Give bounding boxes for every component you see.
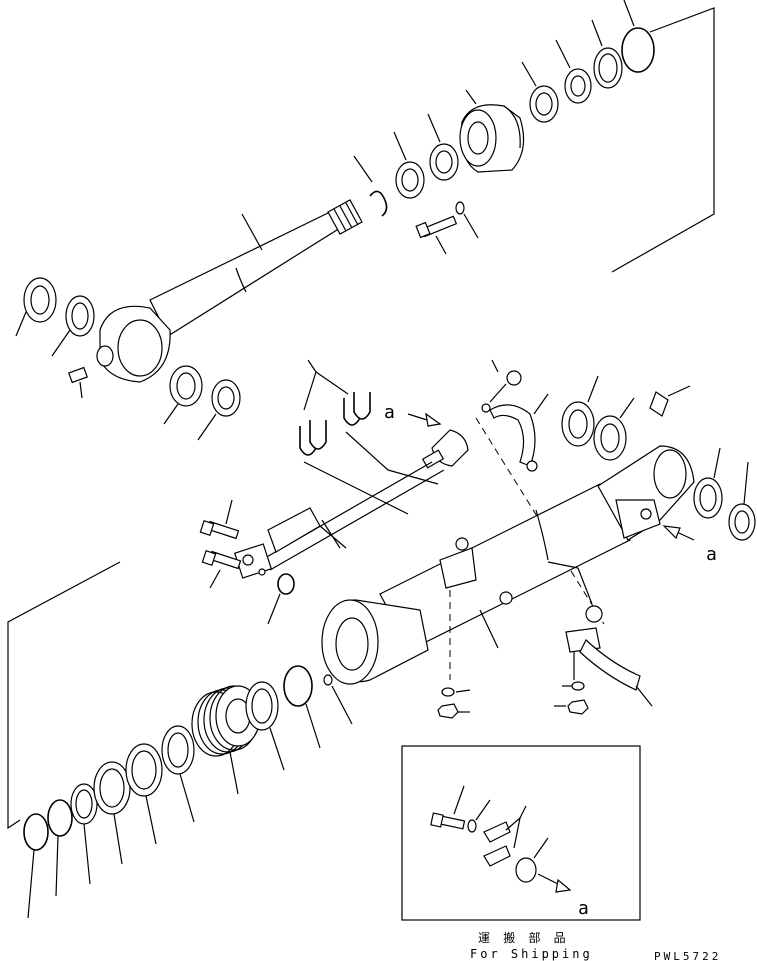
o-ring-top xyxy=(621,27,655,73)
head-ring-1 xyxy=(529,85,559,123)
piston-rod-assembly xyxy=(15,0,715,441)
cylinder-head xyxy=(459,89,525,173)
elbow-fitting xyxy=(481,359,522,413)
grease-fitting xyxy=(68,366,88,399)
hose-assembly xyxy=(199,359,691,625)
cushion-ring xyxy=(245,681,279,731)
rod-seal-1 xyxy=(395,161,425,199)
shipping-washer xyxy=(467,819,477,833)
seal-rod-eye xyxy=(211,379,241,417)
ref-label-a-right: a xyxy=(706,544,717,565)
cylinder-bottom xyxy=(597,445,695,541)
flange-bolt-1 xyxy=(199,519,240,540)
shipping-clamp-2 xyxy=(483,845,511,867)
ref-label-a-top: a xyxy=(384,402,395,423)
split-flange xyxy=(233,543,273,579)
cylinder-tube xyxy=(321,445,756,725)
flange-bolt-2 xyxy=(201,549,242,570)
o-ring-flange xyxy=(277,573,295,595)
shipping-bolt xyxy=(430,812,466,830)
inset-frame xyxy=(401,745,641,921)
bushing-left xyxy=(65,295,95,337)
snap-ring xyxy=(369,190,388,217)
hose-fitting xyxy=(421,429,469,469)
clamp-bolt xyxy=(499,591,513,605)
nut-2 xyxy=(567,699,589,715)
grease-elbow xyxy=(649,385,691,417)
o-ring-piston xyxy=(283,665,313,707)
head-ring-2 xyxy=(564,68,592,104)
head-bolt xyxy=(415,215,458,255)
ref-label-a-inset: a xyxy=(578,898,589,919)
wear-ring-2 xyxy=(161,725,195,775)
bottom-seal-2 xyxy=(728,503,756,541)
rod-eye xyxy=(96,305,171,383)
tube-flange xyxy=(321,599,429,685)
washer xyxy=(455,201,465,215)
tube xyxy=(267,507,347,553)
drawing-code: PWL5722 xyxy=(654,950,721,961)
small-o-ring xyxy=(323,674,333,686)
shipping-parts-inset xyxy=(401,745,641,921)
washer-2 xyxy=(571,681,585,691)
washer-1 xyxy=(441,687,455,697)
nut-1 xyxy=(437,703,459,719)
bushing-rod-eye xyxy=(169,365,203,407)
rod-thread xyxy=(327,199,363,235)
bottom-seal-1 xyxy=(561,401,595,447)
bottom-bushing-1 xyxy=(593,415,627,461)
shipping-clamp-1 xyxy=(483,821,511,843)
piston-assembly xyxy=(7,561,321,919)
bottom-bushing-2 xyxy=(693,477,723,519)
clamp-band-1 xyxy=(439,537,477,680)
inset-caption-en: For Shipping xyxy=(470,947,593,961)
rod-seal-2 xyxy=(429,143,459,181)
tube-clamp xyxy=(489,404,538,472)
clamp-bracket xyxy=(565,605,641,691)
o-ring-1 xyxy=(23,813,49,851)
backup-ring-1 xyxy=(47,799,73,837)
inset-caption-jp: 運 搬 部 品 xyxy=(478,930,569,945)
shipping-plug xyxy=(515,857,537,883)
